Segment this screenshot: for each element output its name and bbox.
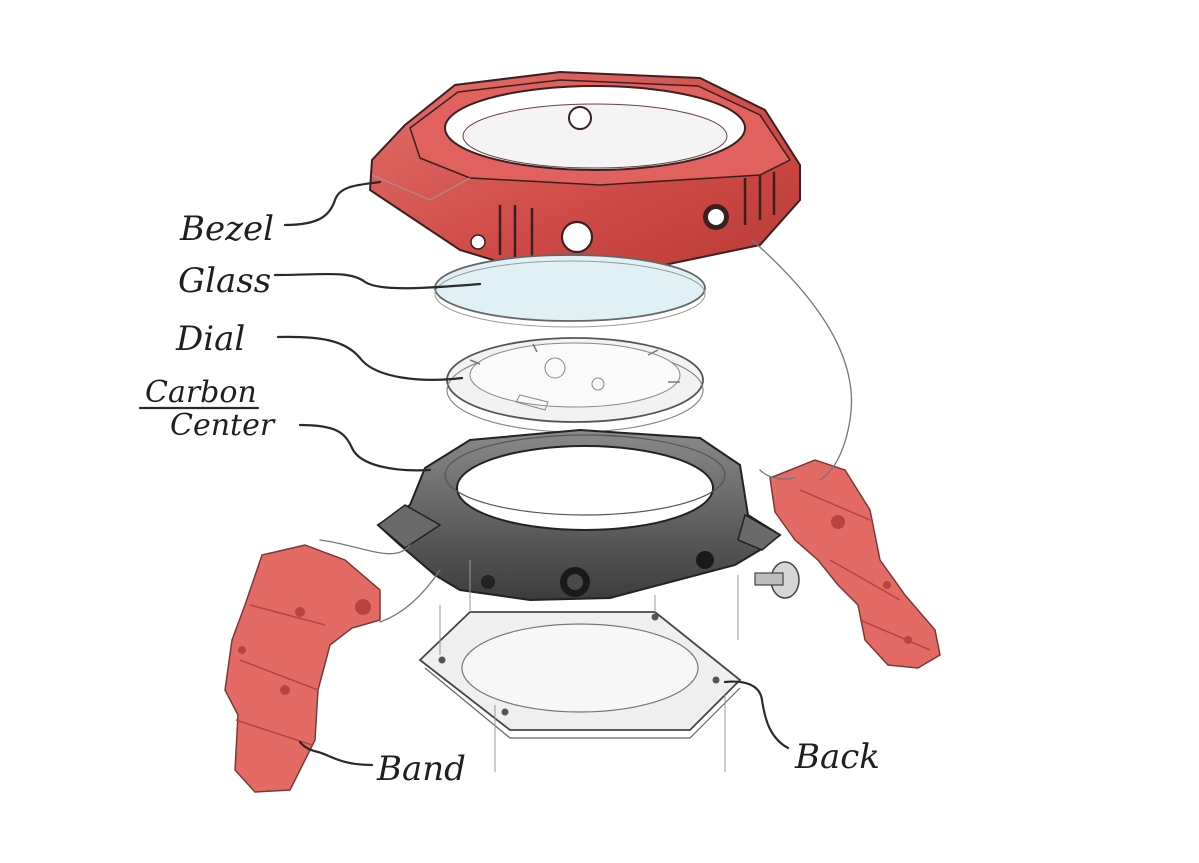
back-part — [418, 560, 742, 772]
glass-part — [434, 254, 706, 328]
dial-part — [446, 337, 704, 433]
right-band-part — [769, 459, 941, 669]
center-label: Center — [170, 408, 276, 443]
glass-label: Glass — [178, 261, 271, 301]
band-leader — [298, 740, 374, 767]
left-springbar-lines — [319, 539, 441, 623]
band-label: Band — [376, 749, 466, 789]
crown-part — [754, 561, 800, 599]
right-springbar-lines — [751, 239, 853, 481]
carbon-center-leader — [298, 423, 432, 472]
glass-leader — [273, 272, 482, 290]
back-label: Back — [794, 737, 880, 777]
carbon-label: Carbon — [145, 375, 257, 410]
bezel-leader — [283, 180, 382, 227]
back-leader — [723, 680, 790, 750]
bezel-label: Bezel — [179, 209, 274, 249]
left-band-part — [224, 544, 381, 793]
dial-leader — [276, 335, 464, 381]
dial-label: Dial — [175, 319, 245, 359]
bezel-part — [368, 70, 801, 269]
carbon-center-part — [376, 428, 782, 602]
